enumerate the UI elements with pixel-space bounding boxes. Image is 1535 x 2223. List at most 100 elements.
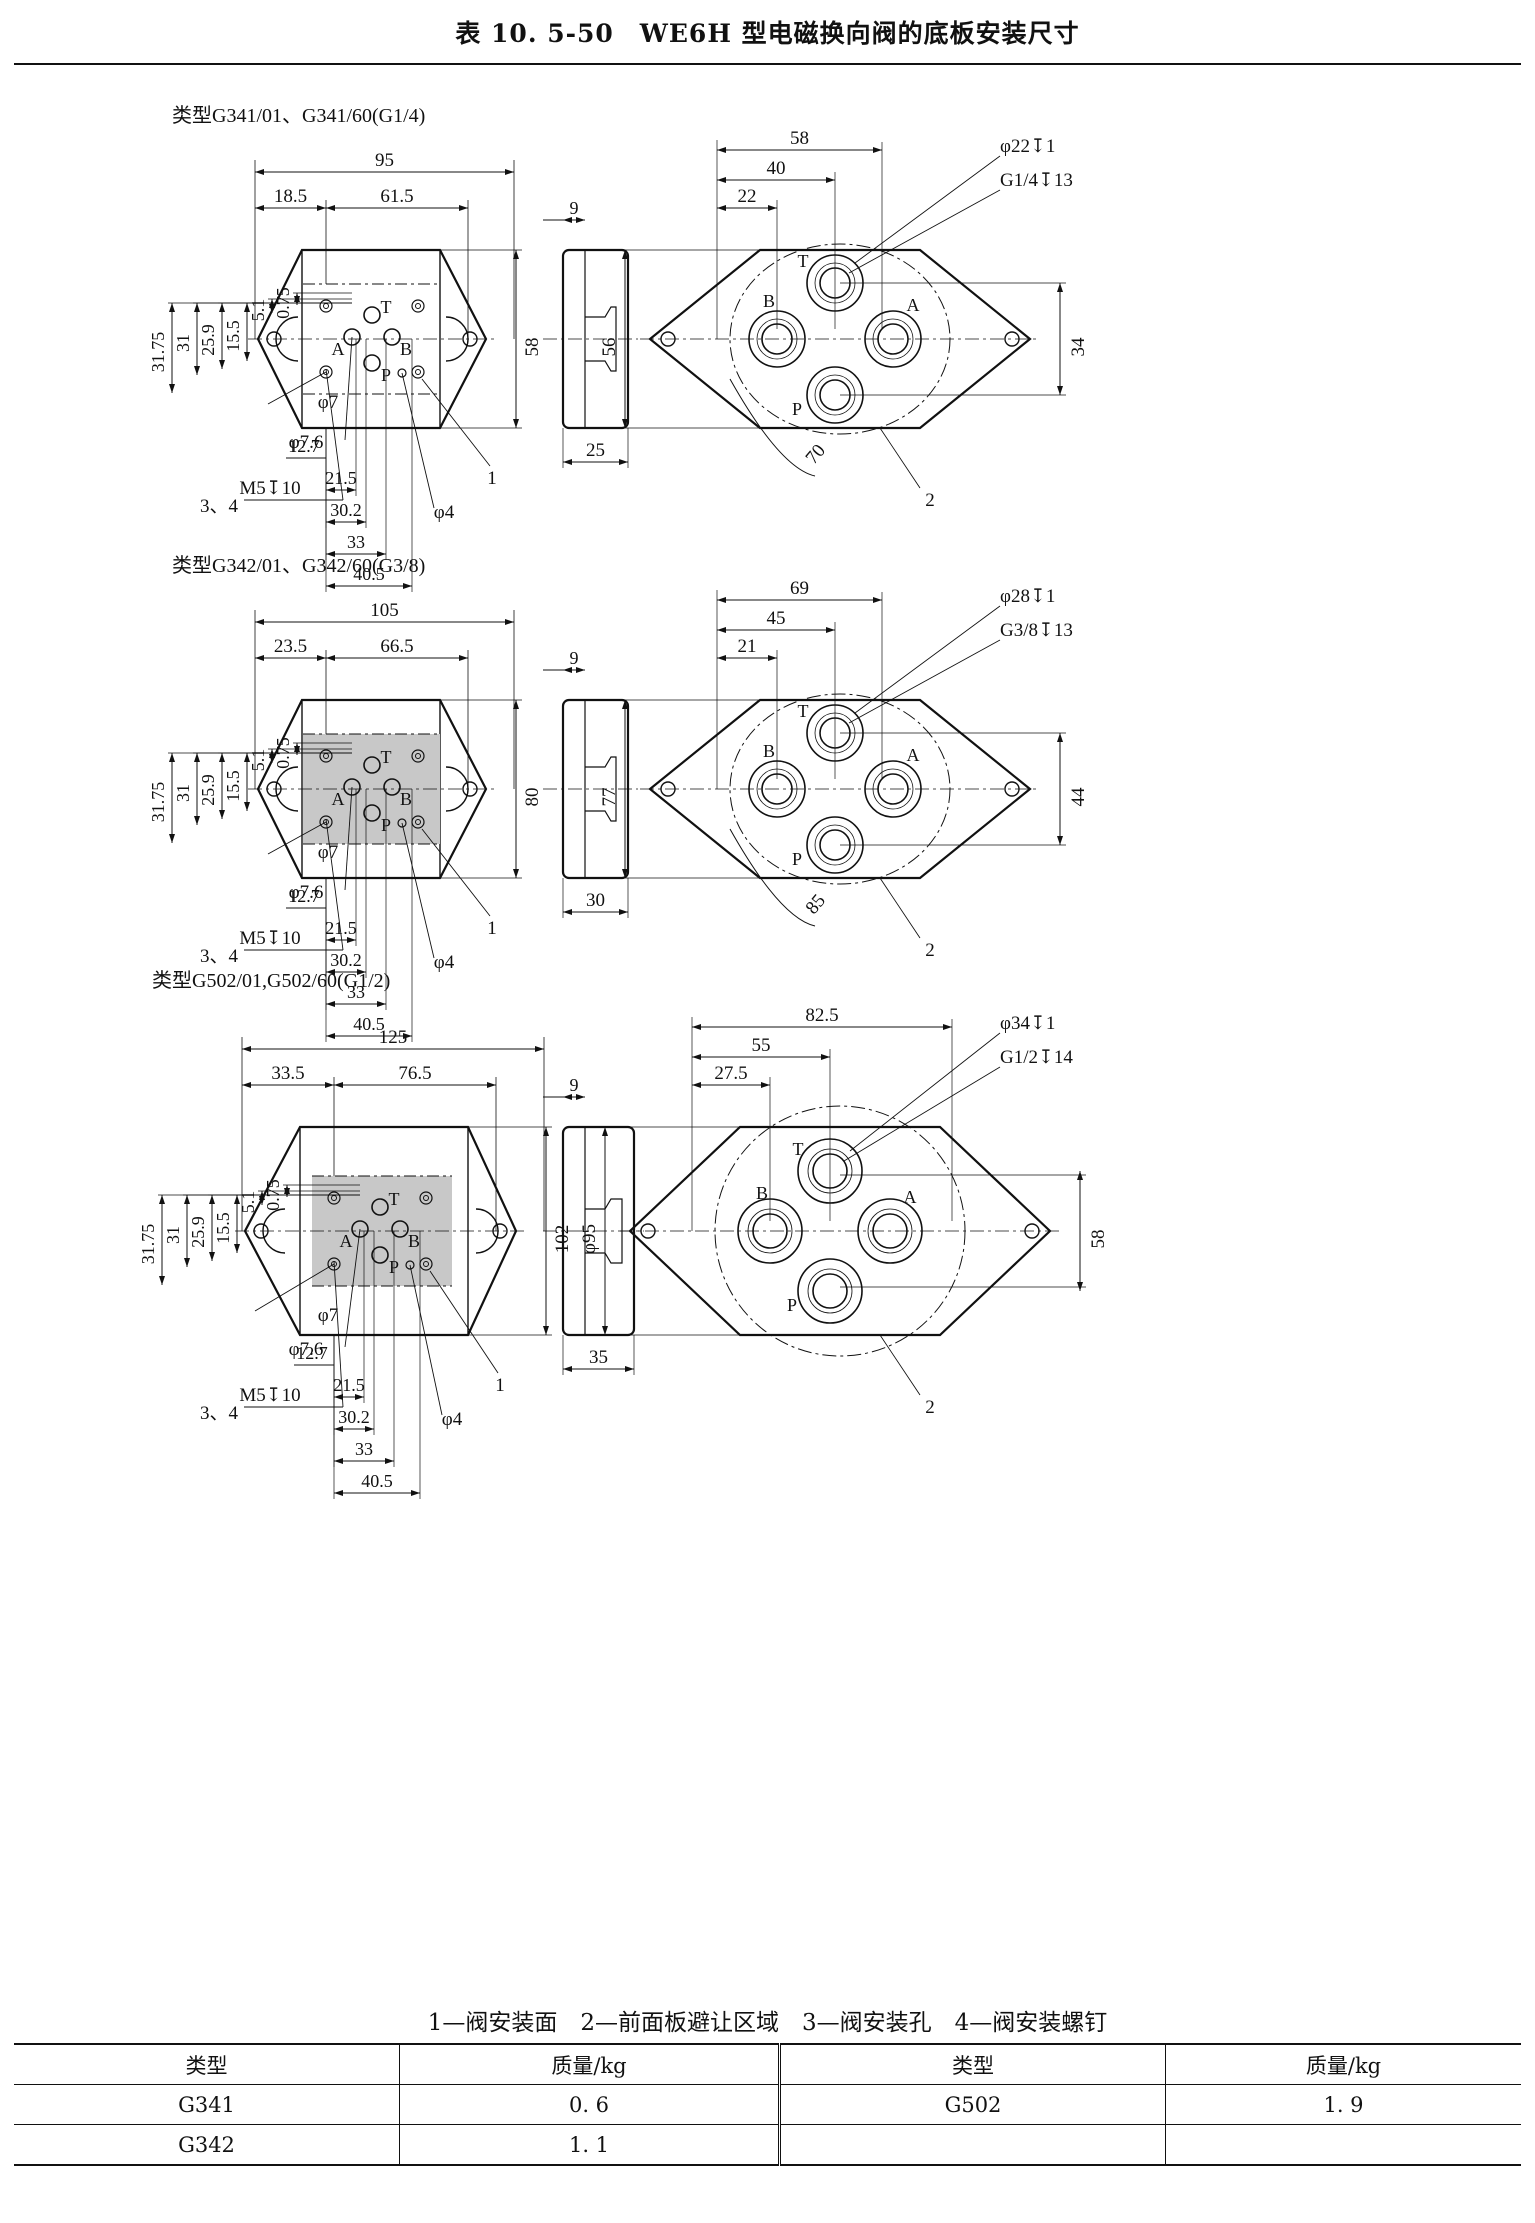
dim-vertical: 31.75 [148,782,168,823]
arrow-head [761,1082,770,1088]
arrow-head [513,869,519,878]
arrow-head [717,655,726,661]
arrow-head [347,487,356,493]
face-dim-port: 58 [1088,1230,1109,1249]
arrow-head [377,551,386,557]
face-port-label-P: P [792,849,802,869]
arrow-head [255,619,264,625]
face-port-label-T: T [798,701,809,721]
valve-mount-hole-core [331,1195,337,1201]
dim-bottom: 21.5 [325,468,357,488]
arrow-head [244,753,250,762]
arrow-head [768,205,777,211]
arrow-head [692,1024,701,1030]
arrow-head [563,667,572,673]
arrow-head [576,1094,585,1100]
arrow-head [357,969,366,975]
port-A [351,1220,369,1238]
arrow-head [255,169,264,175]
port-label-A: A [340,1231,353,1251]
arrow-head [1077,1282,1083,1291]
arrow-head [284,1188,290,1197]
arrow-head [317,655,326,661]
leader [344,786,353,891]
arrow-head [334,1490,343,1496]
dim-bottom: 40.5 [361,1471,393,1491]
label-item1: 1 [495,1375,505,1396]
arrow-head [692,1054,701,1060]
arrow-head [219,810,225,819]
dim-vertical: 15.5 [223,770,243,802]
port-label-T: T [389,1189,400,1209]
arrow-head [602,1326,608,1335]
header-type-2: 类型 [778,2043,1166,2085]
dim-height: 58 [522,338,543,357]
arrow-head [622,419,628,428]
port-P [363,354,381,372]
arrow-head [194,366,200,375]
leader [854,605,1001,714]
port-P [371,1246,389,1264]
leader [879,427,921,489]
label-note34: 3、4 [200,946,239,967]
arrow-head [355,1394,364,1400]
table-row: G341 0. 6 G502 1. 9 [14,2084,1521,2125]
face-dim-port: 44 [1068,787,1089,807]
arrow-head [334,1394,343,1400]
diag-arc [729,378,816,477]
arrow-head [385,1458,394,1464]
arrow-head [169,384,175,393]
port-label-B: B [408,1231,420,1251]
cell: 1. 1 [399,2124,780,2166]
arrow-head [326,583,335,589]
arrow-head [259,1196,265,1205]
callout-spot: φ28↧1 [1000,586,1055,607]
arrow-head [622,250,628,259]
arrow-head [1057,283,1063,292]
cell [1165,2124,1521,2166]
face-dim-diag: 85 [802,890,830,918]
arrow-head [459,655,468,661]
port-label-B: B [400,789,412,809]
label-m5: M5↧10 [239,928,300,949]
face-dim-top: 69 [790,578,809,599]
valve-mount-hole [419,1191,433,1205]
arrow-head [326,1033,335,1039]
dim-vertical: 25.9 [198,324,218,356]
arrow-head [219,303,225,312]
arrow-head [622,869,628,878]
arrow-head [234,1244,240,1253]
dim-bottom: 21.5 [325,918,357,938]
arrow-head [194,753,200,762]
face-port-bore [812,1273,848,1309]
cell [778,2124,1166,2166]
leader [879,877,921,939]
arrow-head [619,459,628,465]
port-label-T: T [381,297,392,317]
arrow-head [326,1001,335,1007]
face-dim-top: 21 [738,636,757,657]
header-mass-1: 质量/kg [399,2043,780,2085]
arrow-head [873,147,882,153]
arrow-head [411,1490,420,1496]
arrow-head [242,1046,251,1052]
valve-mount-hole-core [323,753,329,759]
face-dim-height: φ95 [579,1224,600,1254]
table-row: G342 1. 1 [14,2124,1521,2166]
face-port-thread [807,1268,853,1314]
mass-table: 类型 质量/kg 类型 质量/kg G341 0. 6 G502 1. 9 G3… [14,2043,1521,2166]
arrow-head [242,1082,251,1088]
arrow-head [717,627,726,633]
arrow-head [563,1094,572,1100]
arrow-head [325,1082,334,1088]
arrow-head [535,1046,544,1052]
arrow-head [487,1082,496,1088]
leader [843,1066,1001,1162]
arrow-head [326,655,335,661]
dim-bottom: 40.5 [353,1014,385,1034]
face-port-label-A: A [904,1187,917,1207]
leader [879,1334,921,1396]
arrow-head [1057,733,1063,742]
arrow-head [1057,836,1063,845]
